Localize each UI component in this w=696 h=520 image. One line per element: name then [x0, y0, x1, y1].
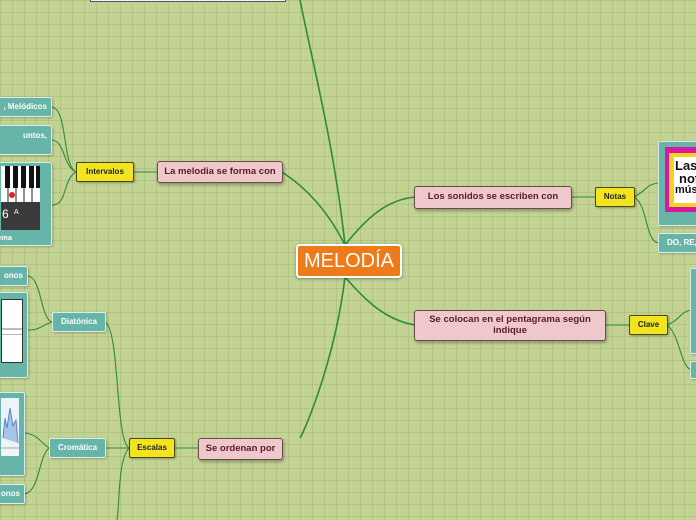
leaf-do-re-label: DO, RE, — [667, 238, 696, 247]
piano-keyboard-image: 6 A — [1, 166, 40, 230]
leaf-cromatica-image[interactable] — [0, 392, 25, 476]
piano-number: 6 — [2, 208, 9, 222]
subtopic-intervalos-label: Intervalos — [86, 167, 124, 176]
notes-poster-image: Las not músi — [665, 147, 696, 212]
topic-pentagrama[interactable]: Se colocan en el pentagrama según indiqu… — [414, 310, 606, 341]
topic-sonidos[interactable]: Los sonidos se escriben con — [414, 186, 572, 209]
leaf-tonos-top-label: onos — [4, 271, 23, 280]
piano-note: A — [14, 209, 19, 217]
leaf-cromatica-label: Cromática — [58, 443, 97, 452]
chromatic-chart-icon — [1, 398, 19, 456]
diatonic-scale-image — [1, 299, 23, 363]
subtopic-clave-label: Clave — [638, 320, 659, 329]
leaf-cromatica[interactable]: Cromática — [49, 438, 106, 458]
leaf-tonos-top[interactable]: onos — [0, 266, 28, 286]
subtopic-escalas[interactable]: Escalas — [129, 438, 175, 458]
subtopic-intervalos[interactable]: Intervalos — [76, 162, 134, 182]
subtopic-clave[interactable]: Clave — [629, 315, 668, 335]
leaf-clave-image[interactable] — [690, 268, 696, 354]
topic-forma-label: La melodia se forma con — [164, 167, 275, 178]
piano-caption: ema — [0, 234, 51, 243]
topic-pentagrama-label: Se colocan en el pentagrama según indiqu… — [429, 315, 591, 337]
subtopic-notas-label: Notas — [604, 192, 626, 201]
topic-sonidos-label: Los sonidos se escriben con — [428, 192, 558, 203]
leaf-diatonica-image[interactable] — [0, 292, 28, 378]
leaf-diatonica[interactable]: Diatónica — [52, 312, 106, 332]
leaf-tonos-bottom-label: onos — [1, 489, 20, 498]
poster-line-3: músi — [675, 185, 696, 196]
topic-ordenan[interactable]: Se ordenan por — [198, 438, 283, 460]
central-topic-label: MELODÍA — [304, 250, 394, 273]
leaf-tonos-bottom[interactable]: onos — [0, 484, 25, 504]
leaf-melodicos-label: , Melódicos — [3, 102, 47, 111]
top-node-edge[interactable] — [90, 0, 286, 2]
central-topic[interactable]: MELODÍA — [296, 244, 402, 278]
topic-ordenan-label: Se ordenan por — [206, 444, 276, 455]
leaf-juntos[interactable]: untos, — [0, 125, 52, 155]
subtopic-escalas-label: Escalas — [137, 443, 167, 452]
leaf-notas-image[interactable]: Las not músi — [658, 141, 696, 226]
leaf-do-re[interactable]: DO, RE, — [658, 233, 696, 253]
leaf-clave-bottom[interactable] — [690, 361, 696, 379]
leaf-piano-image[interactable]: 6 A ema — [0, 162, 52, 246]
topic-forma[interactable]: La melodia se forma con — [157, 161, 283, 183]
leaf-diatonica-label: Diatónica — [61, 317, 97, 326]
chromatic-scale-image — [1, 398, 19, 456]
leaf-juntos-label: untos, — [23, 131, 47, 140]
subtopic-notas[interactable]: Notas — [595, 187, 635, 207]
leaf-melodicos[interactable]: , Melódicos — [0, 97, 52, 117]
